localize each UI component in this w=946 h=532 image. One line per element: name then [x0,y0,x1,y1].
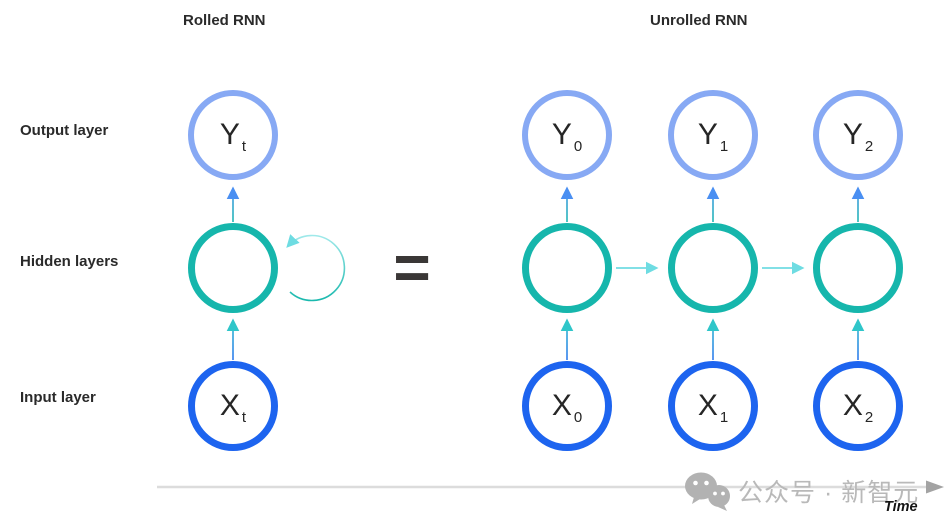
wechat-icon [685,472,730,511]
rolled-input-node-label: X t [219,389,247,426]
unrolled-input-node-0: X 0 [522,361,612,451]
unrolled-output-node-0-label: Y 0 [551,118,583,155]
rolled-rnn-title: Rolled RNN [183,12,266,29]
unrolled-hidden-node-2 [813,223,903,313]
unrolled-input-node-0-label: X 0 [551,389,583,426]
rolled-output-node: Y t [188,90,278,180]
rolled-output-node-label: Y t [219,118,247,155]
rolled-input-node: X t [188,361,278,451]
unrolled-output-node-1-label: Y 1 [697,118,729,155]
unrolled-input-node-1: X 1 [668,361,758,451]
watermark: 公众号 · 新智元 [684,470,919,512]
unrolled-hidden-node-1 [668,223,758,313]
unrolled-rnn-title: Unrolled RNN [650,12,748,29]
unrolled-input-node-1-label: X 1 [697,389,729,426]
unrolled-hidden-node-0 [522,223,612,313]
unrolled-output-node-0: Y 0 [522,90,612,180]
unrolled-input-node-2: X 2 [813,361,903,451]
self-loop-arrow [286,234,346,302]
rolled-hidden-node [188,223,278,313]
timeline-arrowhead [926,480,944,494]
unrolled-output-node-2-label: Y 2 [842,118,874,155]
input-layer-label: Input layer [20,389,96,406]
equals-sign: = [393,231,431,303]
unrolled-input-node-2-label: X 2 [842,389,874,426]
time-label: Time [884,499,918,515]
output-layer-label: Output layer [20,122,109,139]
unrolled-output-node-1: Y 1 [668,90,758,180]
unrolled-output-node-2: Y 2 [813,90,903,180]
watermark-text: 公众号 · 新智元 [738,479,920,507]
hidden-layers-label: Hidden layers [20,253,119,270]
timeline-axis [157,480,944,494]
